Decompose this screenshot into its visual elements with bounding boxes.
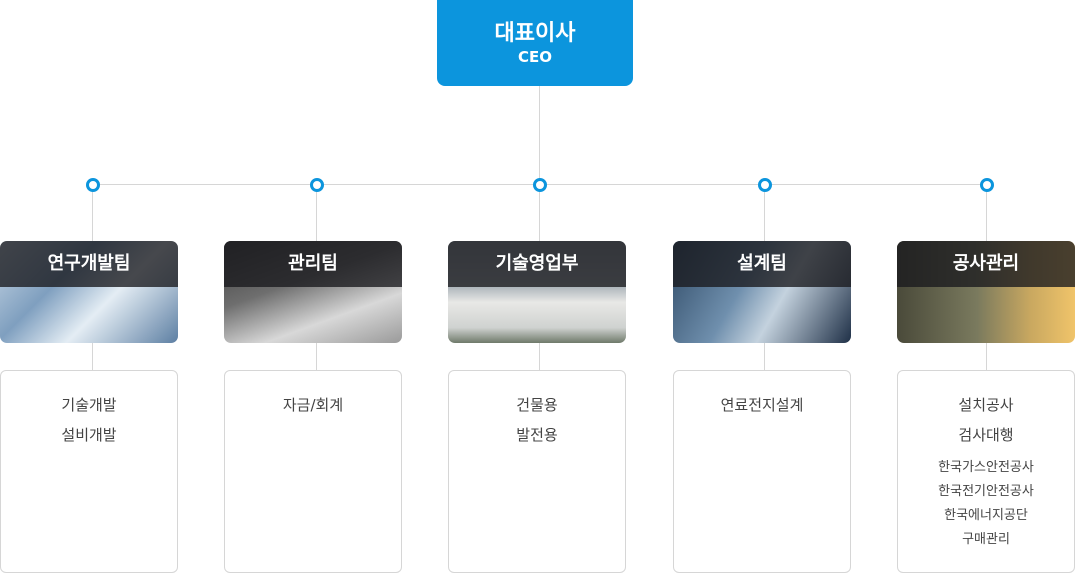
junction-node-3 <box>533 178 547 192</box>
ceo-box: 대표이사 CEO <box>437 0 633 86</box>
dept-connector-line-3 <box>539 184 540 241</box>
dept-name: 연구개발팀 <box>47 253 131 274</box>
duty-sub-item: 한국에너지공단 <box>944 508 1028 523</box>
dept-label-band <box>448 241 626 287</box>
dept-connector-line-2 <box>316 184 317 241</box>
dept-card-management: 관리팀 <box>224 241 402 343</box>
dept-label-band <box>0 241 178 287</box>
dept-duties-box-construction: 설치공사 검사대행 한국가스안전공사 한국전기안전공사 한국에너지공단 구매관리 <box>897 370 1075 573</box>
dept-connector-line-4 <box>764 184 765 241</box>
dept-label-band <box>673 241 851 287</box>
dept-label-band <box>224 241 402 287</box>
duty-sub-item: 한국전기안전공사 <box>938 484 1034 499</box>
dept-name: 설계팀 <box>737 253 787 274</box>
dept-connector-line-1 <box>92 184 93 241</box>
dept-duties-box-management: 자금/회계 <box>224 370 402 573</box>
dept-connector-line-5 <box>986 184 987 241</box>
junction-node-1 <box>86 178 100 192</box>
junction-node-2 <box>310 178 324 192</box>
duty-item: 기술개발 <box>61 396 117 414</box>
ceo-title: 대표이사 <box>494 21 576 46</box>
box-connector-line-2 <box>316 343 317 370</box>
duty-sub-item: 구매관리 <box>962 532 1010 547</box>
junction-node-5 <box>980 178 994 192</box>
dept-card-research: 연구개발팀 <box>0 241 178 343</box>
duty-item: 설치공사 <box>958 396 1014 414</box>
duty-item: 설비개발 <box>61 426 117 444</box>
box-connector-line-5 <box>986 343 987 370</box>
ceo-connector-line <box>539 86 540 184</box>
box-connector-line-1 <box>92 343 93 370</box>
dept-card-construction: 공사관리 <box>897 241 1075 343</box>
dept-name: 공사관리 <box>952 253 1020 274</box>
box-connector-line-3 <box>539 343 540 370</box>
duty-sub-item: 한국가스안전공사 <box>938 460 1034 475</box>
dept-card-sales: 기술영업부 <box>448 241 626 343</box>
dept-label-band <box>897 241 1075 287</box>
box-connector-line-4 <box>764 343 765 370</box>
dept-duties-box-design: 연료전지설계 <box>673 370 851 573</box>
junction-node-4 <box>758 178 772 192</box>
duty-item: 건물용 <box>516 396 558 414</box>
dept-card-design: 설계팀 <box>673 241 851 343</box>
ceo-subtitle: CEO <box>517 48 552 66</box>
dept-duties-box-research: 기술개발 설비개발 <box>0 370 178 573</box>
duty-item: 검사대행 <box>958 426 1014 444</box>
duty-item: 자금/회계 <box>282 396 344 414</box>
dept-duties-box-sales: 건물용 발전용 <box>448 370 626 573</box>
duty-item: 연료전지설계 <box>720 396 804 414</box>
dept-name: 기술영업부 <box>495 253 579 274</box>
dept-name: 관리팀 <box>288 253 338 274</box>
duty-item: 발전용 <box>516 426 558 444</box>
